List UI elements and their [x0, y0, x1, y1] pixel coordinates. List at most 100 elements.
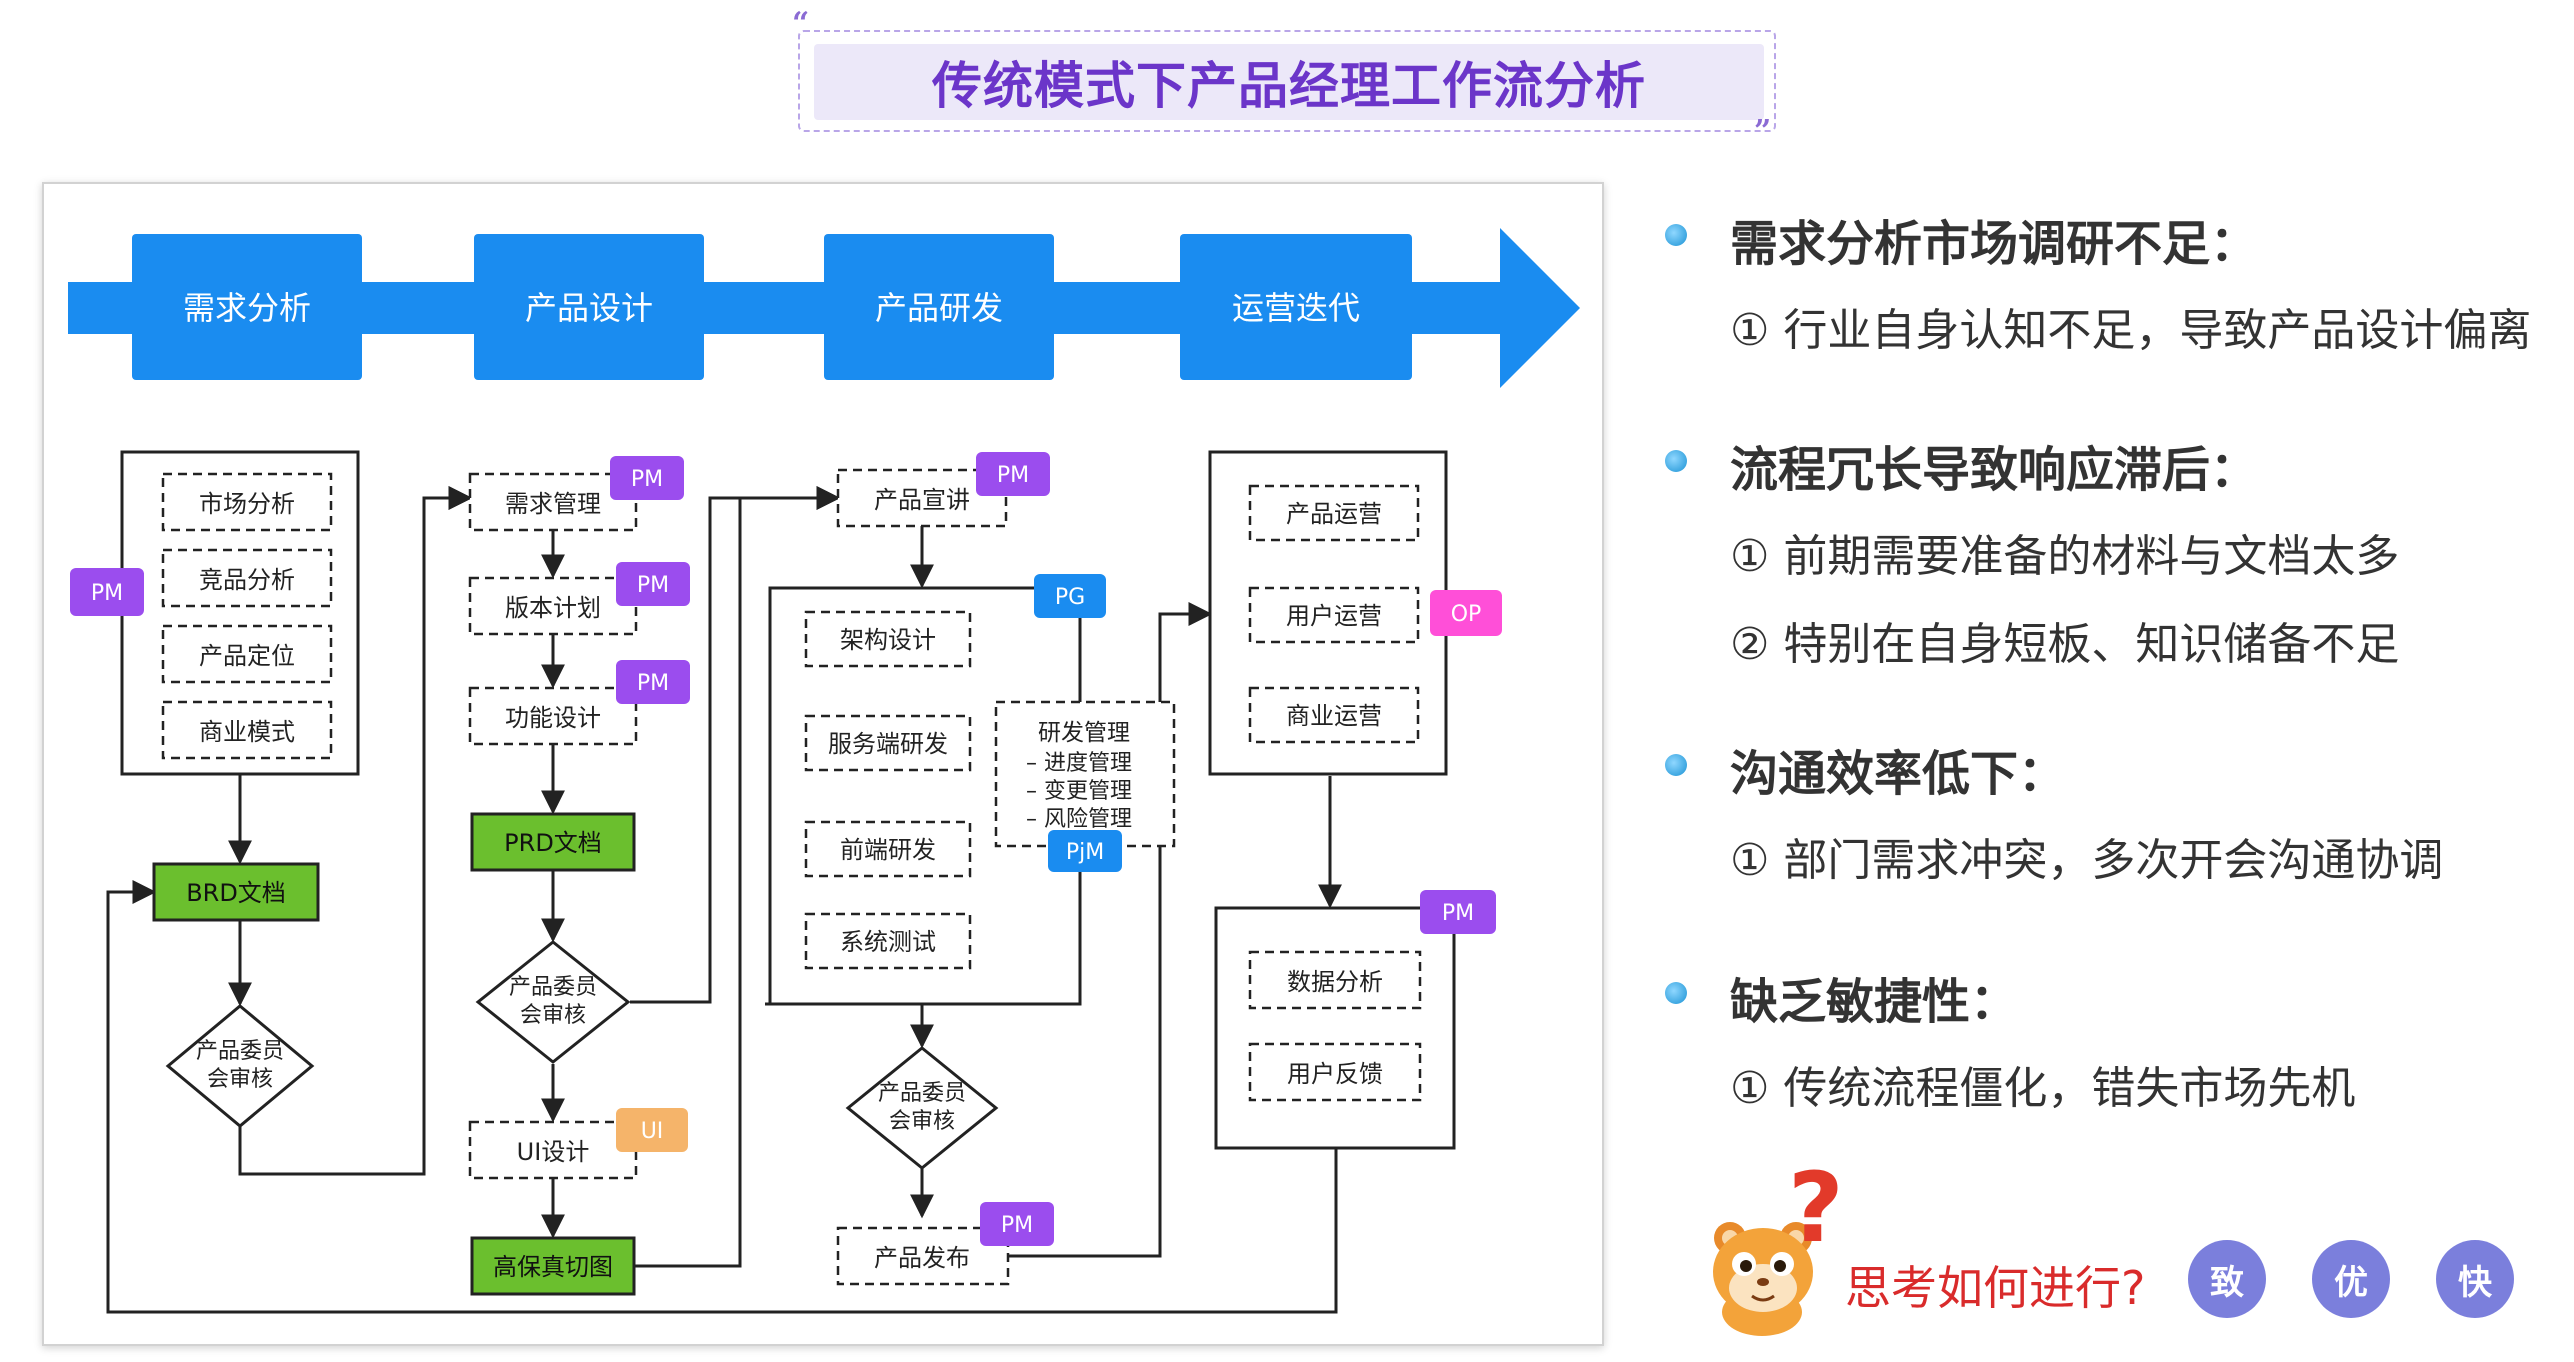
role-badge-op: [1430, 590, 1502, 636]
stage-box-2: [474, 234, 704, 380]
bullet-dot: [1665, 982, 1687, 1004]
quote-open-mark: “: [792, 6, 810, 41]
positioning-box: [161, 624, 333, 684]
brd-doc-label: BRD文档: [186, 879, 286, 907]
data-analysis-box: [1248, 950, 1422, 1010]
role-badge-pg-label: PG: [1055, 585, 1085, 610]
connectors: [106, 486, 1342, 1314]
role-badge-pjm-label: PjM: [1066, 840, 1104, 865]
hifi-box: [470, 1236, 636, 1296]
data-analysis-label: 数据分析: [1287, 968, 1383, 996]
quote-close-mark: ”: [1754, 114, 1772, 149]
demand-mgmt-box: [468, 472, 638, 532]
role-badge-pm: [616, 562, 690, 606]
testing-label: 系统测试: [840, 928, 936, 956]
role-badge-pm-label: PM: [1442, 901, 1474, 926]
bullet-dot: [1665, 224, 1687, 246]
column-product-design: 需求管理 PM 版本计划 PM 功能设计 PM PRD文档 产品委员 会审核 U…: [468, 456, 690, 1296]
review-label-1b: 会审核: [207, 1067, 273, 1092]
role-badge-pm: [976, 452, 1050, 496]
role-badge-pm-label: PM: [631, 467, 663, 492]
section-heading: 缺乏敏捷性：: [1730, 974, 2019, 1030]
positioning-label: 产品定位: [199, 642, 295, 670]
column-operations: 产品运营 用户运营 商业运营 OP PM 数据分析 用户反馈: [1208, 450, 1502, 1150]
role-badge-pm-label: PM: [1001, 1213, 1033, 1238]
dev-mgmt-item: – 变更管理: [1026, 779, 1132, 804]
connector: [238, 486, 473, 1176]
dev-mgmt-title: 研发管理: [1038, 720, 1130, 746]
user-ops-box: [1248, 586, 1420, 644]
section-item: ① 传统流程僵化，错失市场先机: [1730, 1063, 2356, 1114]
bullet-dot: [1665, 754, 1687, 776]
section-heading: 需求分析市场调研不足：: [1730, 216, 2259, 272]
hamster-mascot-icon: [1713, 1222, 1813, 1336]
role-badge-ui: [616, 1108, 688, 1152]
column-product-dev: 产品宣讲 PM PG 架构设计 服务端研发 前端研发 系统测试 研发管理 – 进…: [768, 452, 1176, 1286]
testing-box: [804, 912, 972, 970]
release-box: [836, 1226, 1010, 1286]
role-badge-pm-label: PM: [91, 581, 123, 606]
column-demand-analysis: 市场分析 竞品分析 产品定位 商业模式 PM BRD文档 产品委员 会审核: [70, 450, 360, 1128]
stage-box-3: [824, 234, 1054, 380]
role-badge-pjm: [1048, 830, 1122, 872]
product-ops-label: 产品运营: [1286, 500, 1382, 528]
role-badge-pm-label: PM: [997, 463, 1029, 488]
role-badge-pm-label: PM: [637, 671, 669, 696]
dev-mgmt-item: – 风险管理: [1026, 807, 1132, 832]
section-item: ① 前期需要准备的材料与文档太多: [1730, 531, 2400, 582]
title-frame: [798, 30, 1776, 132]
prd-doc-label: PRD文档: [504, 829, 602, 857]
product-pitch-label: 产品宣讲: [874, 486, 970, 514]
ui-design-box: [468, 1120, 638, 1180]
ui-design-label: UI设计: [517, 1138, 590, 1166]
stage-label-1: 需求分析: [183, 289, 311, 327]
competitor-analysis-box: [161, 548, 333, 608]
stage-box-1: [132, 234, 362, 380]
page-title: 传统模式下产品经理工作流分析: [932, 57, 1646, 115]
version-plan-box: [468, 576, 638, 636]
review-label-3a: 产品委员: [878, 1081, 966, 1106]
frontend-label: 前端研发: [840, 836, 936, 864]
brd-doc-box: [152, 862, 320, 922]
user-ops-label: 用户运营: [1286, 602, 1382, 630]
review-diamond-2: [475, 940, 631, 1064]
bullet-dot: [1665, 450, 1687, 472]
stage-label-3: 产品研发: [875, 289, 1003, 327]
demand-mgmt-label: 需求管理: [505, 490, 601, 518]
review-label-3b: 会审核: [889, 1109, 955, 1134]
backend-label: 服务端研发: [828, 730, 948, 758]
product-ops-box: [1248, 484, 1420, 542]
hifi-label: 高保真切图: [493, 1253, 613, 1281]
biz-ops-box: [1248, 686, 1420, 744]
stage-label-4: 运营迭代: [1232, 289, 1360, 327]
competitor-analysis-label: 竞品分析: [199, 566, 295, 594]
role-badge-pm: [616, 660, 690, 704]
architecture-box: [804, 610, 972, 668]
role-badge-pg: [1034, 574, 1106, 618]
review-diamond-1: [165, 1004, 315, 1128]
stage-box-4: [1180, 234, 1412, 380]
release-label: 产品发布: [874, 1244, 970, 1272]
stage-label-2: 产品设计: [525, 289, 653, 327]
connector: [630, 486, 841, 1268]
role-badge-op-label: OP: [1451, 602, 1482, 627]
review-label-2a: 产品委员: [509, 975, 597, 1000]
section-heading: 沟通效率低下：: [1730, 746, 2067, 802]
review-diamond-3: [845, 1046, 999, 1170]
section-item: ① 行业自身认知不足，导致产品设计偏离: [1730, 305, 2532, 356]
question-mark: ?: [1788, 1152, 1844, 1264]
business-model-box: [161, 700, 333, 760]
frontend-box: [804, 820, 972, 878]
role-badge-pm: [1420, 890, 1496, 934]
analysis-panel: 需求分析市场调研不足： ① 行业自身认知不足，导致产品设计偏离 流程冗长导致响应…: [1640, 190, 2574, 1340]
connector: [106, 880, 1338, 1314]
user-feedback-box: [1248, 1042, 1422, 1102]
business-model-label: 商业模式: [199, 718, 295, 746]
role-badge-ui-label: UI: [641, 1119, 664, 1144]
connector: [1008, 602, 1213, 1258]
role-badge-pm-label: PM: [637, 573, 669, 598]
version-plan-label: 版本计划: [505, 594, 601, 622]
role-badge-pm: [610, 456, 684, 500]
title-band: [814, 44, 1764, 120]
